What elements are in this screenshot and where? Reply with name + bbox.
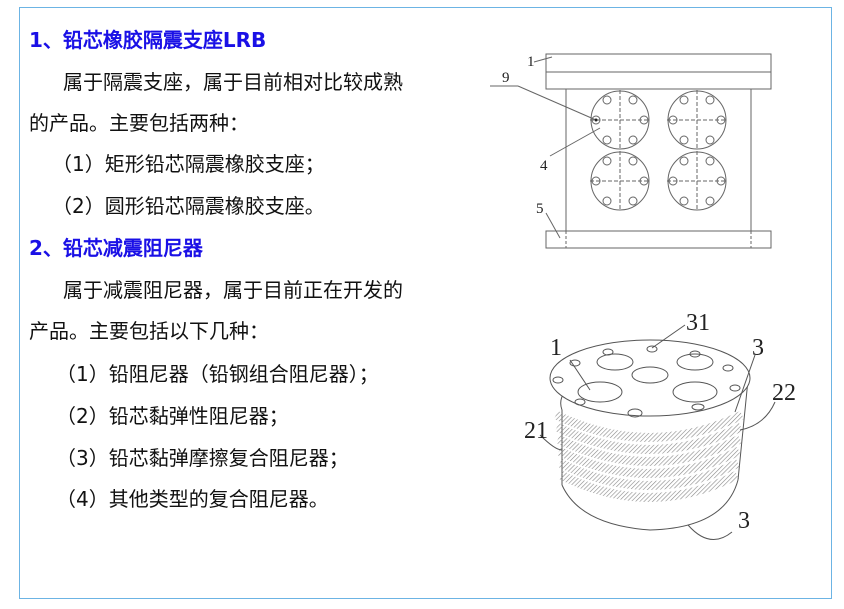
slide-frame [19,7,832,599]
figure2-label: 22 [772,380,796,406]
section1-paragraph-line1: 属于隔震支座，属于目前相对比较成熟 [63,70,403,94]
section1-heading: 1、铅芯橡胶隔震支座LRB [29,28,267,52]
section1-item: （2）圆形铅芯隔震橡胶支座。 [52,194,325,218]
lead-damper-diagram: 31 1 3 22 21 3 [524,310,796,540]
section1-item: （1）矩形铅芯隔震橡胶支座； [52,152,325,176]
section1-paragraph-line2: 的产品。主要包括两种： [29,111,249,135]
section2-heading: 2、铅芯减震阻尼器 [29,236,203,260]
section2-item: （3）铅芯黏弹摩擦复合阻尼器； [56,446,349,470]
figure1-label: 5 [536,201,544,217]
figure2-label: 21 [524,418,548,444]
figure2-label: 3 [738,508,750,534]
figure2-label: 31 [686,310,710,336]
figure1-label: 9 [502,70,510,86]
section2-item: （2）铅芯黏弹性阻尼器； [56,404,289,428]
figure1-label: 4 [540,158,548,174]
section2-paragraph-line2: 产品。主要包括以下几种： [29,319,269,343]
figure2-label: 1 [550,335,562,361]
section2-item: （4）其他类型的复合阻尼器。 [56,487,329,511]
figure2-label: 3 [752,335,764,361]
section2-item: （1）铅阻尼器（铅钢组合阻尼器）； [56,362,379,386]
rectangular-bearing-diagram: 1 9 4 5 [490,53,772,249]
figure1-label: 1 [527,54,535,70]
section2-paragraph-line1: 属于减震阻尼器，属于目前正在开发的 [63,278,403,302]
